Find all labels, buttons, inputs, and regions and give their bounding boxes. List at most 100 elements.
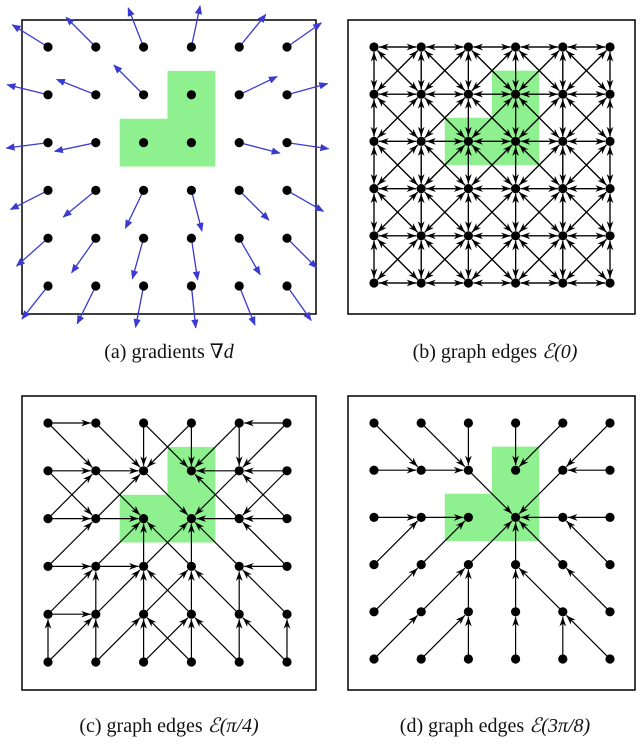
grid-node: [91, 466, 101, 476]
graph-edge: [98, 521, 141, 564]
grid-node: [463, 418, 473, 428]
grid-node: [463, 42, 473, 52]
grid-node: [605, 136, 615, 146]
grid-node: [234, 281, 244, 291]
grid-node: [186, 657, 196, 667]
grid-node: [139, 514, 149, 524]
graph-edge: [50, 473, 93, 517]
grid-node: [43, 281, 53, 291]
grid-node: [234, 233, 244, 243]
grid-node: [282, 138, 292, 148]
graph-edge: [50, 617, 93, 660]
grid-node: [463, 231, 473, 241]
grid-node: [369, 184, 379, 194]
grid-node: [605, 654, 615, 664]
graph-edge: [423, 614, 466, 657]
grid-node: [416, 512, 426, 523]
grid-node: [463, 278, 473, 288]
graph-edge: [98, 473, 141, 517]
graph-edge: [518, 520, 561, 563]
grid-node: [186, 138, 196, 148]
grid-node: [416, 607, 426, 617]
gradient-arrow: [15, 237, 49, 267]
grid-node: [369, 465, 379, 475]
grid-node: [369, 560, 379, 570]
graph-edge: [471, 50, 513, 92]
grid-node: [43, 233, 53, 243]
gradient-arrow: [190, 285, 199, 329]
graph-edge: [146, 569, 189, 612]
grid-node: [369, 42, 379, 52]
grid-node: [510, 465, 521, 475]
grid-node: [91, 514, 101, 524]
grid-node: [605, 89, 615, 99]
grid-node: [463, 465, 473, 475]
grid-node: [416, 136, 426, 146]
grid-node: [510, 560, 521, 570]
grid-node: [186, 90, 196, 100]
gradient-arrow: [238, 75, 278, 96]
grid-node: [558, 560, 568, 570]
graph-edge: [565, 144, 607, 186]
grid-node: [416, 231, 426, 241]
graph-edge: [242, 569, 285, 612]
graph-edge: [565, 567, 608, 610]
grid-node: [510, 89, 521, 99]
graph-edge: [376, 567, 419, 610]
grid-node: [416, 184, 426, 194]
grid-node: [605, 512, 615, 523]
gradient-arrow: [286, 189, 325, 212]
grid-node: [43, 466, 53, 476]
grid-node: [91, 90, 101, 100]
grid-node: [558, 465, 568, 475]
graph-edge: [471, 144, 513, 186]
graph-edge: [377, 144, 419, 186]
panel-gradients: (a) gradients ∇d: [5, 5, 330, 363]
grid-node: [416, 278, 426, 288]
panel-b-content: [369, 42, 615, 288]
grid-node: [234, 42, 244, 52]
gradient-arrow: [239, 141, 281, 155]
grid-node: [463, 512, 473, 523]
gradient-arrow: [131, 238, 145, 280]
caption-c: (c) graph edges ℰ(π/4): [79, 715, 259, 737]
grid-node: [234, 561, 244, 572]
graph-edge: [242, 473, 285, 517]
panel-d-content: [369, 418, 615, 664]
graph-edge: [565, 614, 608, 657]
gradient-arrow: [124, 190, 145, 230]
gradient-arrow: [127, 7, 145, 48]
grid-node: [43, 90, 53, 100]
grid-node: [416, 560, 426, 570]
graph-edge: [50, 569, 93, 612]
grid-node: [282, 657, 292, 667]
gradient-arrow: [76, 285, 97, 325]
panel-c-frame: [21, 395, 317, 691]
graph-edge: [470, 472, 513, 515]
graph-edge: [194, 569, 237, 612]
caption-b: (b) graph edges ℰ(0): [413, 341, 578, 363]
grid-node: [234, 185, 244, 195]
panel-b-frame: [347, 19, 636, 315]
graph-edge: [242, 617, 285, 660]
grid-node: [234, 418, 244, 428]
grid-node: [91, 185, 101, 195]
grid-node: [558, 278, 568, 288]
grid-node: [186, 514, 196, 524]
grid-node: [43, 418, 53, 428]
grid-node: [43, 138, 53, 148]
grid-node: [558, 607, 568, 617]
graph-edge: [377, 97, 419, 139]
gradient-arrow: [238, 237, 261, 276]
graph-edge: [424, 238, 466, 280]
grid-node: [43, 42, 53, 52]
graph-edge: [376, 614, 419, 657]
panel-edges-0: (b) graph edges ℰ(0): [347, 19, 636, 363]
gradient-arrow: [238, 13, 267, 48]
graph-edge: [470, 520, 513, 563]
grid-node: [186, 233, 196, 243]
grid-node: [369, 512, 379, 523]
grid-node: [139, 561, 149, 572]
graph-edge: [423, 567, 466, 610]
graph-edge: [376, 425, 419, 468]
